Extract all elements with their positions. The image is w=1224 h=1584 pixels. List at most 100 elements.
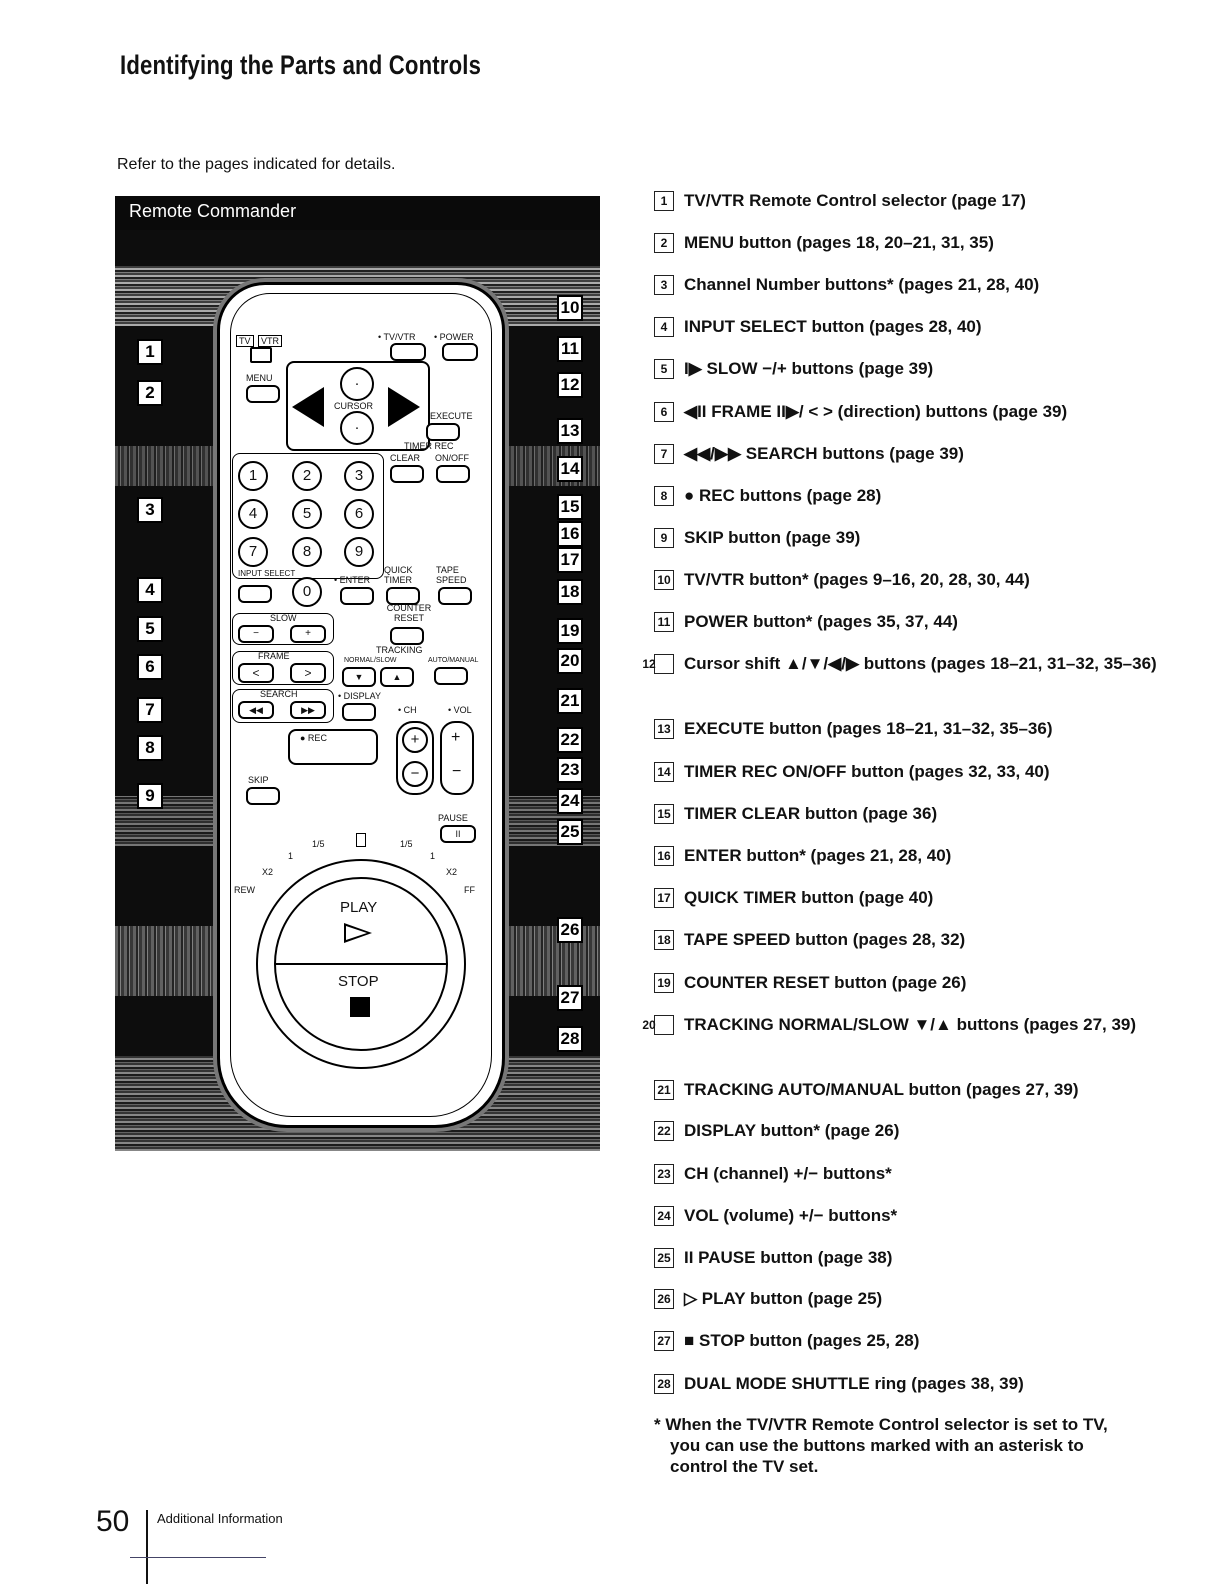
channel-number-key[interactable]: 5	[292, 499, 322, 529]
callout-27: 27	[557, 985, 583, 1011]
tracking-auto-manual-button[interactable]	[434, 667, 468, 685]
quick-timer-label: QUICK TIMER	[384, 565, 413, 585]
channel-number-key[interactable]: 0	[292, 577, 322, 607]
list-item: 6◀II FRAME II▶/ < > (direction) buttons …	[654, 401, 1132, 423]
item-text: INPUT SELECT button (pages 28, 40)	[684, 317, 982, 336]
item-text: EXECUTE button (pages 18–21, 31–32, 35–3…	[684, 719, 1053, 738]
search-rewind-button[interactable]: ◀◀	[238, 701, 274, 719]
callout-18: 18	[557, 579, 583, 605]
play-icon	[346, 926, 367, 940]
channel-number-key[interactable]: 1	[238, 461, 268, 491]
callout-22: 22	[557, 727, 583, 753]
cursor-down-button[interactable]: ·	[340, 411, 374, 445]
callout-13: 13	[557, 418, 583, 444]
tracking-up-button[interactable]: ▲	[380, 667, 414, 687]
slow-plus-button[interactable]: +	[290, 625, 326, 643]
callout-1: 1	[137, 339, 163, 365]
vtr-label: VTR	[258, 335, 282, 347]
tv-vtr-button[interactable]	[390, 343, 426, 361]
quick-timer-button[interactable]	[386, 587, 420, 605]
item-text: TV/VTR Remote Control selector (page 17)	[684, 191, 1026, 210]
cursor-up-button[interactable]: ·	[340, 367, 374, 401]
search-forward-button[interactable]: ▶▶	[290, 701, 326, 719]
pause-button[interactable]: II	[440, 825, 476, 843]
power-button[interactable]	[442, 343, 478, 361]
channel-number-key[interactable]: 9	[344, 537, 374, 567]
callout-2: 2	[137, 380, 163, 406]
item-number: 27	[654, 1331, 674, 1351]
channel-number-key[interactable]: 8	[292, 537, 322, 567]
timer-clear-button[interactable]	[390, 465, 424, 483]
counter-reset-button[interactable]	[390, 627, 424, 645]
callout-26: 26	[557, 917, 583, 943]
item-text: ◀◀/▶▶ SEARCH buttons (page 39)	[684, 444, 964, 463]
enter-button[interactable]	[340, 587, 374, 605]
execute-label: EXECUTE	[430, 411, 473, 421]
item-text: Cursor shift ▲/▼/◀/▶ buttons (pages 18–2…	[684, 654, 1157, 673]
channel-number-key[interactable]: 3	[344, 461, 374, 491]
tv-vtr-selector[interactable]	[250, 347, 272, 363]
ch-minus-button[interactable]: −	[402, 761, 428, 787]
execute-button[interactable]	[426, 423, 460, 441]
counter-reset-label: COUNTER RESET	[386, 603, 432, 623]
channel-number-key[interactable]: 2	[292, 461, 322, 491]
frame-right-button[interactable]: >	[290, 663, 326, 683]
on-off-label: ON/OFF	[435, 453, 469, 463]
item-number: 19	[654, 973, 674, 993]
cursor-right-button[interactable]	[388, 387, 420, 427]
item-text: TV/VTR button* (pages 9–16, 20, 28, 30, …	[684, 570, 1030, 589]
dial-divider	[276, 963, 446, 965]
search-label: SEARCH	[260, 689, 298, 699]
vol-minus-button[interactable]: −	[452, 763, 462, 780]
cursor-left-button[interactable]	[292, 387, 324, 427]
tracking-label: TRACKING	[376, 645, 423, 655]
item-text: Channel Number buttons* (pages 21, 28, 4…	[684, 275, 1040, 294]
shuttle-1-left: 1	[288, 851, 294, 861]
tracking-down-button[interactable]: ▼	[342, 667, 376, 687]
page-title: Identifying the Parts and Controls	[120, 50, 482, 80]
tape-speed-label: TAPE SPEED	[436, 565, 467, 585]
item-number: 21	[654, 1080, 674, 1100]
list-item: 26▷ PLAY button (page 25)	[654, 1288, 1132, 1310]
item-number: 17	[654, 888, 674, 908]
callout-28: 28	[557, 1026, 583, 1052]
item-number: 9	[654, 528, 674, 548]
item-number: 23	[654, 1164, 674, 1184]
item-text: ■ STOP button (pages 25, 28)	[684, 1331, 920, 1350]
callout-10: 10	[557, 295, 583, 321]
item-text: CH (channel) +/− buttons*	[684, 1164, 892, 1183]
item-text: DISPLAY button* (page 26)	[684, 1121, 900, 1140]
play-stop-dial: PLAY STOP	[274, 877, 448, 1051]
rec-buttons[interactable]: ● REC	[288, 729, 378, 765]
display-button[interactable]	[342, 703, 376, 721]
tv-vtr-label: • TV/VTR	[378, 332, 416, 342]
channel-number-key[interactable]: 7	[238, 537, 268, 567]
vol-plus-button[interactable]: +	[451, 729, 461, 746]
vol-rocker: + −	[440, 721, 474, 795]
channel-number-key[interactable]: 4	[238, 499, 268, 529]
remote-outline	[230, 293, 492, 1117]
ch-plus-button[interactable]: +	[402, 727, 428, 753]
clear-label: CLEAR	[390, 453, 421, 463]
play-button[interactable]	[344, 923, 372, 943]
auto-manual-label: AUTO/MANUAL	[428, 657, 479, 664]
cursor-label: CURSOR	[334, 401, 374, 411]
channel-number-key[interactable]: 6	[344, 499, 374, 529]
list-item: 7◀◀/▶▶ SEARCH buttons (page 39)	[654, 443, 1132, 465]
input-select-button[interactable]	[238, 585, 272, 603]
tape-speed-button[interactable]	[438, 587, 472, 605]
menu-button[interactable]	[246, 385, 280, 403]
frame-left-button[interactable]: <	[238, 663, 274, 683]
footer-section: Additional Information	[157, 1511, 283, 1526]
callout-21: 21	[557, 688, 583, 714]
timer-rec-on-off-button[interactable]	[436, 465, 470, 483]
slow-minus-button[interactable]: −	[238, 625, 274, 643]
item-text: ● REC buttons (page 28)	[684, 486, 882, 505]
skip-button[interactable]	[246, 787, 280, 805]
stop-button[interactable]	[350, 997, 370, 1017]
